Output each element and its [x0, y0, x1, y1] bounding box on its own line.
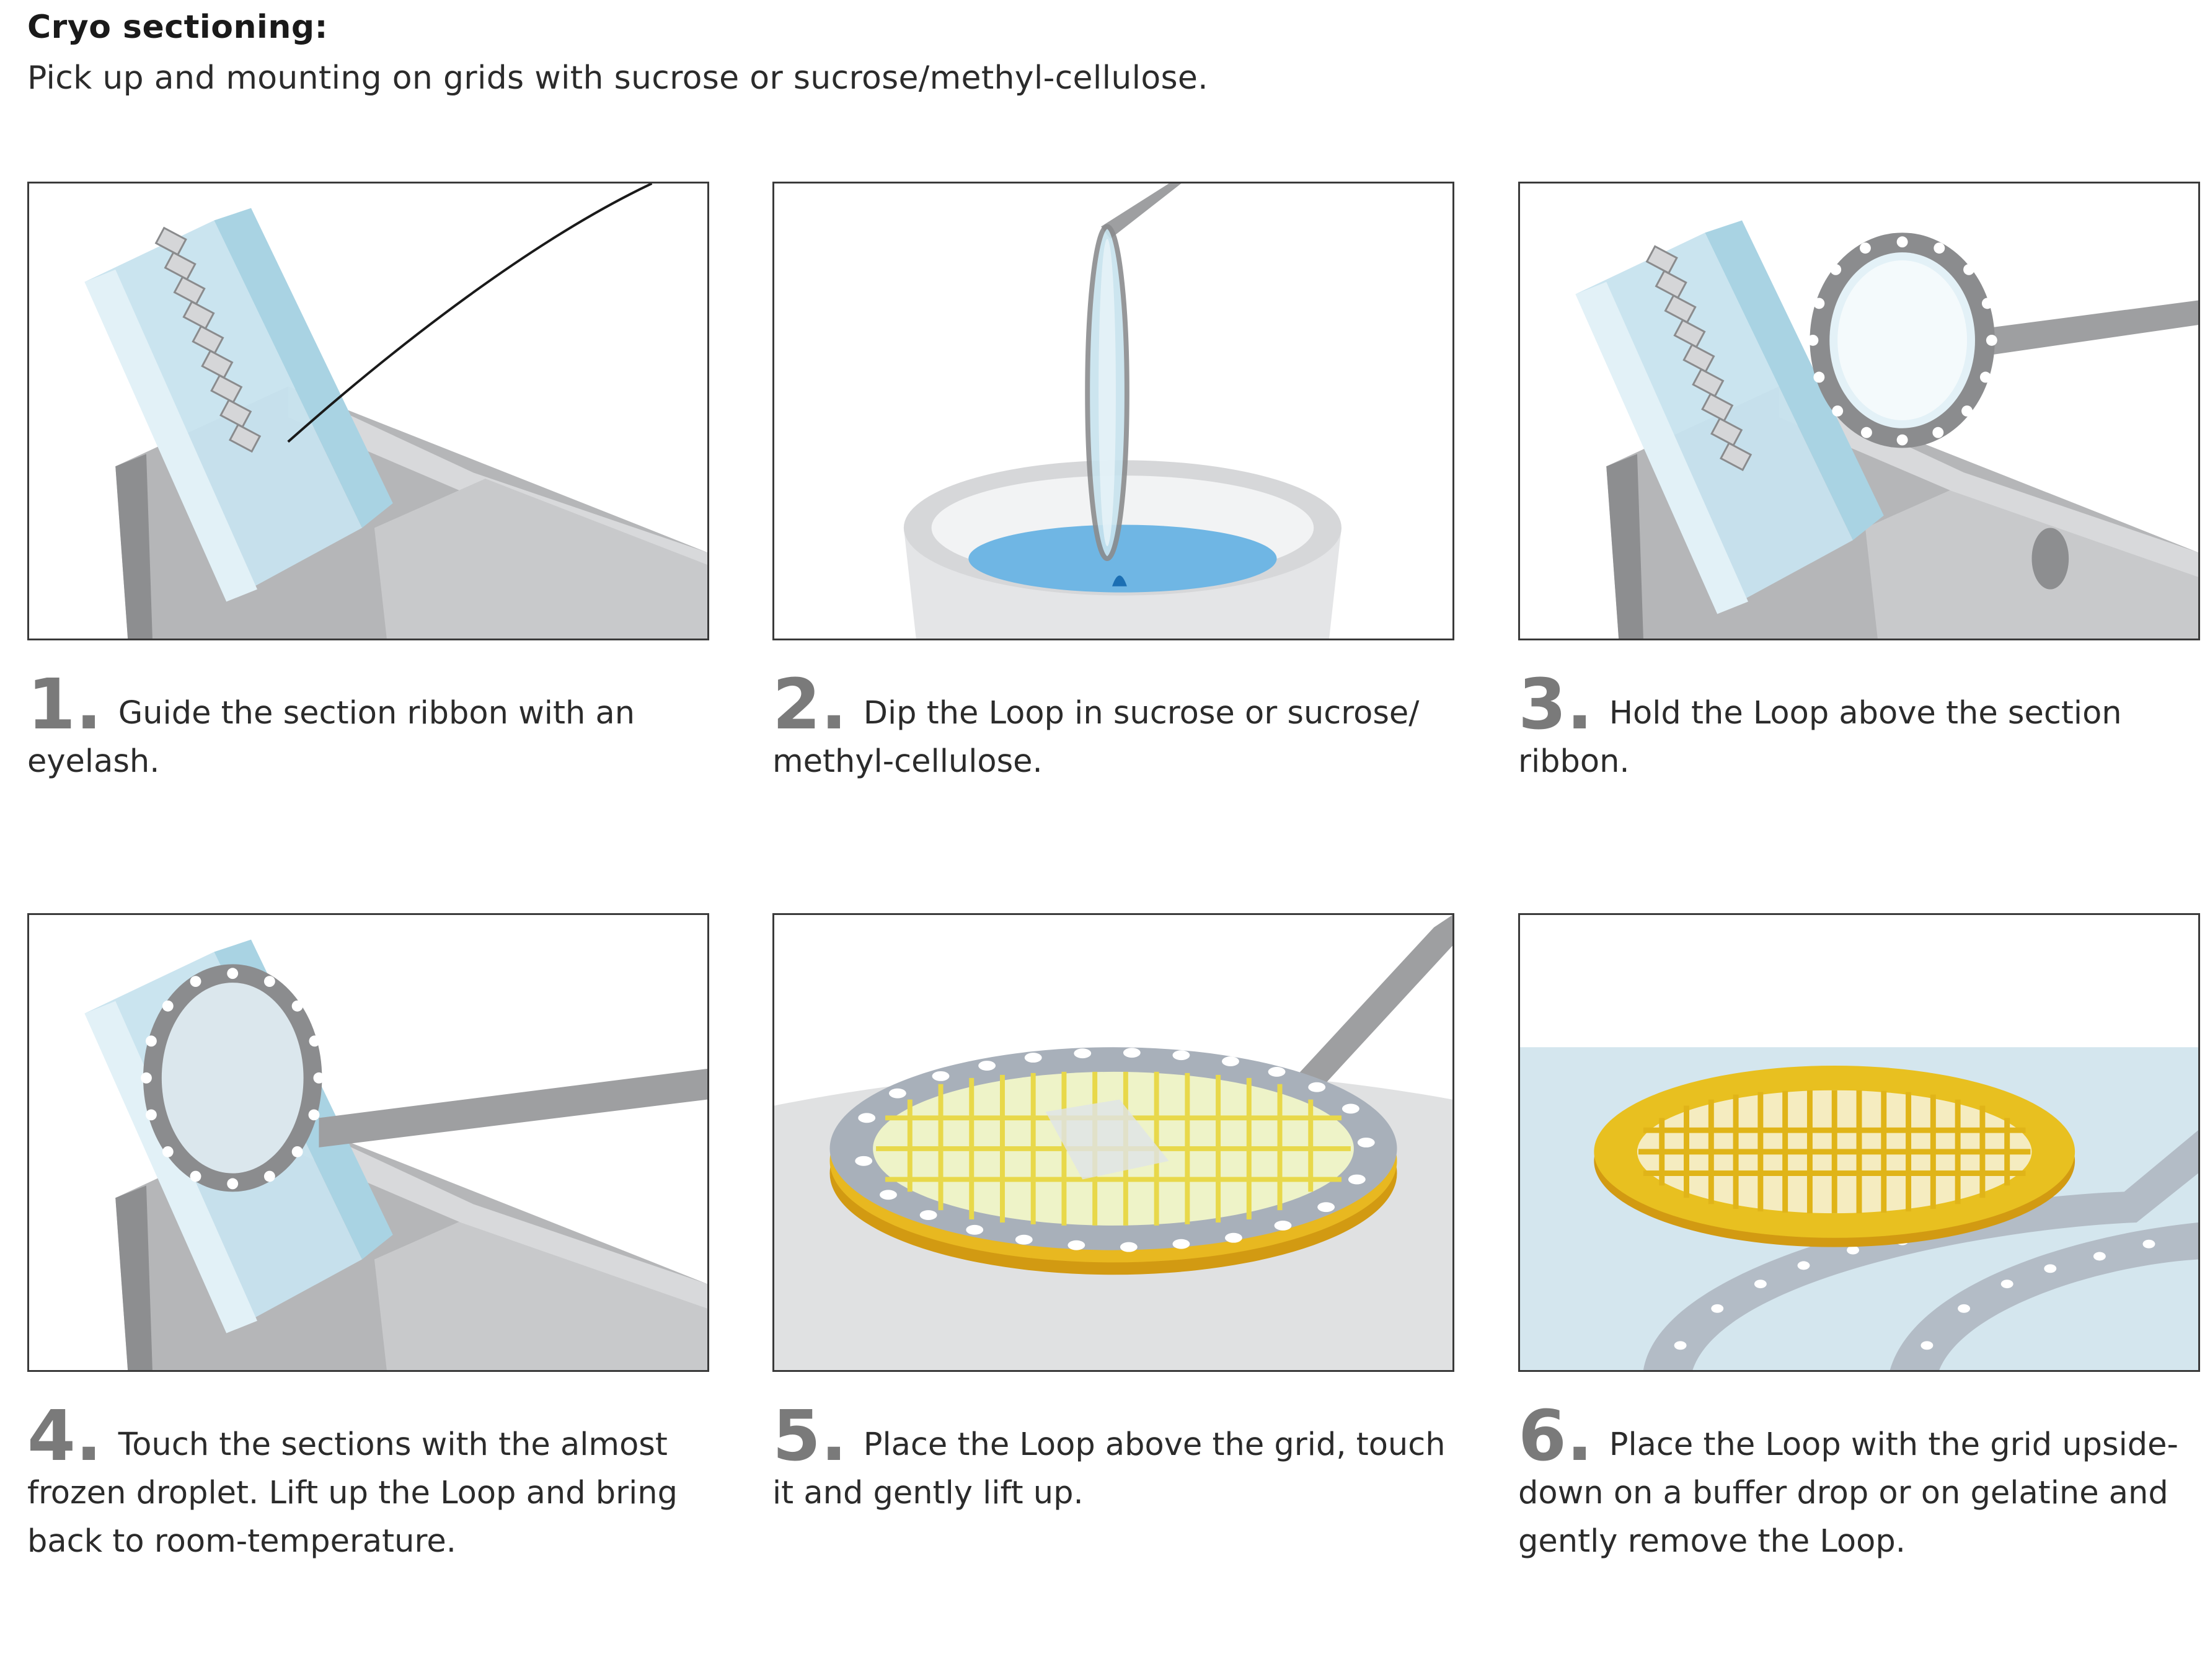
step-3-caption: 3. Hold the Loop above the section ribbo… [1518, 670, 2210, 786]
step-3-text: Hold the Loop above the section ribbon. [1518, 695, 2122, 780]
step-5-caption: 5. Place the Loop above the grid, touch … [772, 1402, 1467, 1518]
step-2-illustration [772, 182, 1454, 640]
step-2-text: Dip the Loop in sucrose or sucrose/ meth… [772, 695, 1420, 780]
step-6-text: Place the Loop with the grid upside-down… [1518, 1426, 2178, 1560]
step-3-number: 3. [1518, 665, 1593, 745]
step-4-caption: 4. Touch the sections with the almost fr… [27, 1402, 722, 1566]
step-4-text: Touch the sections with the almost froze… [27, 1426, 678, 1560]
step-4-illustration [27, 913, 709, 1372]
step-4-number: 4. [27, 1396, 102, 1477]
step-6-illustration [1518, 913, 2200, 1372]
step-1-number: 1. [27, 665, 102, 745]
step-6-number: 6. [1518, 1396, 1593, 1477]
step-1-text: Guide the section ribbon with an eyelash… [27, 695, 635, 780]
step-1-illustration [27, 182, 709, 640]
step-2-number: 2. [772, 665, 847, 745]
page-title: Cryo sectioning: [27, 9, 328, 46]
step-2-caption: 2. Dip the Loop in sucrose or sucrose/ m… [772, 670, 1467, 786]
step-3-illustration [1518, 182, 2200, 640]
step-5-number: 5. [772, 1396, 847, 1477]
step-5-text: Place the Loop above the grid, touch it … [772, 1426, 1446, 1511]
step-6-caption: 6. Place the Loop with the grid upside-d… [1518, 1402, 2210, 1566]
step-1-caption: 1. Guide the section ribbon with an eyel… [27, 670, 722, 786]
page-subtitle: Pick up and mounting on grids with sucro… [27, 60, 1208, 97]
step-5-illustration [772, 913, 1454, 1372]
